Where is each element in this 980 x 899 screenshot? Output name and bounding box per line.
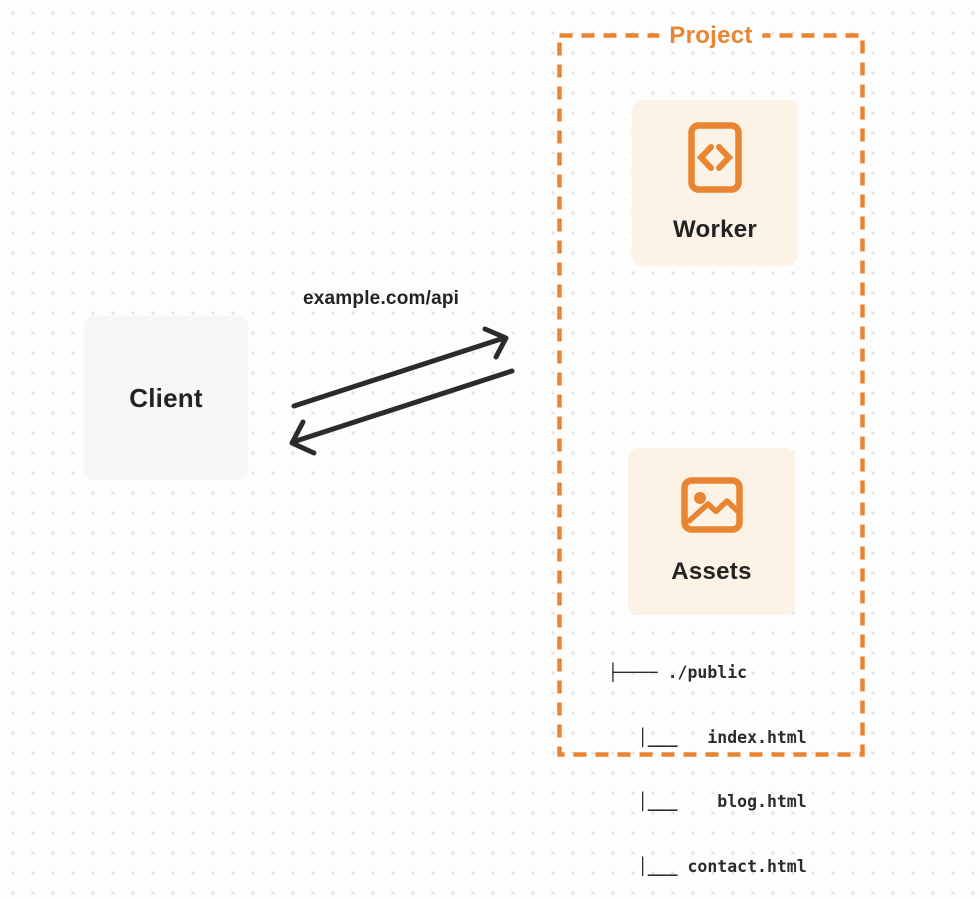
worker-label: Worker	[672, 216, 758, 243]
diagram-canvas: { "diagram_title": "Client to Project re…	[0, 0, 980, 876]
response-arrow	[289, 368, 515, 456]
assets-label: Assets	[671, 558, 752, 585]
client-node: Client	[84, 316, 248, 480]
code-file-icon	[688, 122, 742, 193]
assets-node: Assets	[628, 448, 795, 615]
image-icon	[680, 477, 743, 533]
file-tree-line: │___ contact.html	[608, 856, 807, 876]
assets-file-tree: ├──── ./public │___ index.html │___ blog…	[608, 619, 807, 899]
request-url-label: example.com/api	[303, 288, 460, 309]
file-tree-line: │___ blog.html	[608, 792, 807, 811]
request-arrow	[291, 326, 509, 409]
client-label: Client	[129, 382, 203, 413]
file-tree-line: │___ index.html	[608, 727, 807, 747]
project-label: Project	[659, 22, 763, 50]
file-tree-line: ├──── ./public	[608, 663, 748, 682]
worker-node: Worker	[632, 100, 798, 266]
